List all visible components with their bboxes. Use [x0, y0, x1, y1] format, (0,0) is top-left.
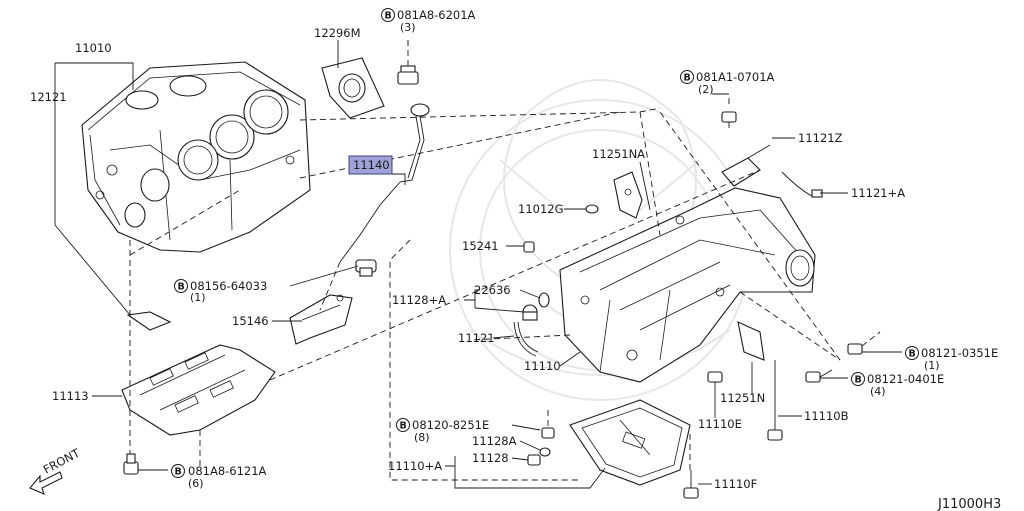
svg-text:B: B: [385, 11, 392, 22]
oil-dipstick: [339, 103, 430, 263]
label-12296m: 12296M: [314, 26, 361, 40]
label-22636: 22636: [474, 283, 511, 297]
label-bolt-8251e-qty: (8): [414, 431, 430, 444]
svg-text:B: B: [175, 467, 182, 478]
label-bolt-0351e: 08121-0351E: [921, 346, 998, 360]
label-bolt-bottom: 081A8-6121A: [188, 464, 267, 478]
label-11128a: 11128A: [472, 434, 517, 448]
label-08156-qty: (1): [190, 291, 206, 304]
label-11110a: 11110+A: [388, 459, 442, 473]
cover-11251n: [737, 321, 765, 361]
diagram-id: J11000H3: [937, 497, 1001, 511]
label-front: FRONT: [41, 445, 83, 476]
label-11121a: 11121+A: [851, 186, 905, 200]
bolt-marker-0351e: B: [905, 346, 919, 360]
svg-text:B: B: [400, 421, 407, 432]
highlight-box-11140: [348, 155, 393, 175]
cover-11251na: [613, 171, 643, 219]
label-bolt-8251e: 08120-8251E: [412, 418, 489, 432]
label-15241: 15241: [462, 239, 499, 253]
label-11010: 11010: [75, 41, 112, 55]
bolt-0351e: [847, 331, 881, 355]
bolt-marker-bottom: B: [171, 464, 185, 478]
bolt-bottom: [123, 240, 139, 475]
bolt-11110e: [707, 371, 723, 412]
label-bolt-upper-right-qty: (2): [698, 83, 714, 96]
strainer-11121z: [721, 144, 771, 187]
label-bolt-top: 081A8-6201A: [397, 8, 476, 22]
label-11012g: 11012G: [518, 202, 564, 216]
label-12121: 12121: [30, 90, 67, 104]
label-11251n: 11251N: [720, 391, 765, 405]
hose-11121a: [781, 171, 823, 198]
bolt-top: [397, 40, 419, 85]
lower-oil-pan: [569, 399, 691, 486]
label-11128a-plus: 11128+A: [392, 293, 446, 307]
label-15146: 15146: [232, 314, 269, 328]
label-11110: 11110: [524, 359, 561, 373]
plug-11128: [527, 454, 541, 466]
bracket-15146: [289, 294, 353, 345]
assembly-dashed-lines: [129, 107, 841, 481]
bolt-marker-8251e: B: [396, 418, 410, 432]
bolt-marker-08156: B: [174, 279, 188, 293]
label-bolt-0401e: 08121-0401E: [867, 372, 944, 386]
bolt-08156: [355, 259, 377, 277]
bolt-11110b: [767, 360, 783, 441]
label-08156: 08156-64033: [190, 279, 267, 293]
upper-oil-pan: [559, 187, 816, 383]
bolt-11110f: [683, 470, 699, 499]
label-bolt-top-qty: (3): [400, 21, 416, 34]
svg-text:B: B: [855, 375, 862, 386]
part-15241: [523, 241, 535, 253]
label-11121: 11121: [458, 331, 495, 345]
label-11110b: 11110B: [804, 409, 849, 423]
label-11113: 11113: [52, 389, 89, 403]
bolt-marker-0401e: B: [851, 372, 865, 386]
label-11140: 11140: [353, 158, 390, 172]
label-11121z: 11121Z: [798, 131, 843, 145]
svg-text:B: B: [684, 73, 691, 84]
baffle-plate: [121, 344, 276, 436]
svg-text:B: B: [178, 282, 185, 293]
label-11128: 11128: [472, 451, 509, 465]
label-11251na: 11251NA: [592, 147, 645, 161]
plug-11012g: [585, 204, 599, 214]
engine-block: [81, 61, 311, 331]
label-11110e: 11110E: [698, 417, 742, 431]
bolt-upper-right: [721, 96, 737, 128]
leader-lines: [54, 40, 902, 489]
washer-22636: [538, 292, 550, 308]
tube-11121: [513, 321, 539, 357]
bolt-marker-top: B: [381, 8, 395, 22]
bolt-8251e: [541, 410, 555, 439]
label-11110f: 11110F: [714, 477, 757, 491]
label-bolt-0401e-qty: (4): [870, 385, 886, 398]
plug-11128a-plus: [522, 304, 538, 321]
label-bolt-0351e-qty: (1): [924, 359, 940, 372]
washer-11128a: [539, 447, 551, 457]
rear-seal-retainer: [321, 57, 385, 119]
label-bolt-bottom-qty: (6): [188, 477, 204, 490]
svg-text:B: B: [909, 349, 916, 360]
label-bolt-upper-right: 081A1-0701A: [696, 70, 775, 84]
front-arrow: [29, 471, 63, 495]
bolt-0401e: [805, 369, 833, 383]
bolt-marker-upper-right: B: [680, 70, 694, 84]
